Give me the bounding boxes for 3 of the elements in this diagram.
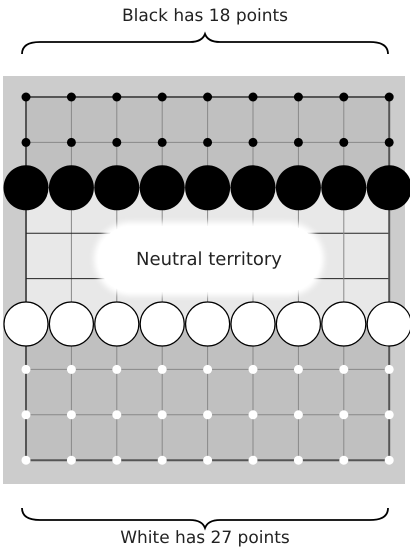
score-label: White has 27 points	[120, 528, 290, 548]
territory-label: Neutral territory	[98, 226, 320, 292]
score-label: Black has 18 points	[122, 6, 288, 26]
